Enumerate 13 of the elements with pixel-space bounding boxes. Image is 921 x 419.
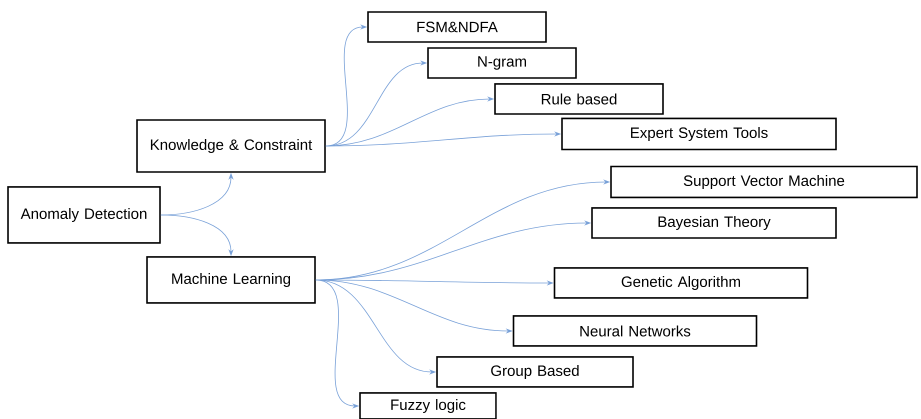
process-box: Genetic Algorithm <box>554 267 808 299</box>
process-box: Machine Learning <box>146 256 316 304</box>
process-box: Bayesian Theory <box>591 207 837 239</box>
process-box: Expert System Tools <box>561 118 837 150</box>
process-box: FSM&NDFA <box>367 11 547 43</box>
process-box: Group Based <box>436 356 634 388</box>
process-box: Rule based <box>494 83 664 115</box>
process-box: Knowledge & Constraint <box>136 119 326 173</box>
process-box: Neural Networks <box>512 315 758 347</box>
process-box: Anomaly Detection <box>7 186 161 244</box>
process-box: Support Vector Machine <box>610 166 918 198</box>
process-box: Fuzzy logic <box>359 392 497 419</box>
process-box: N-gram <box>427 47 577 79</box>
